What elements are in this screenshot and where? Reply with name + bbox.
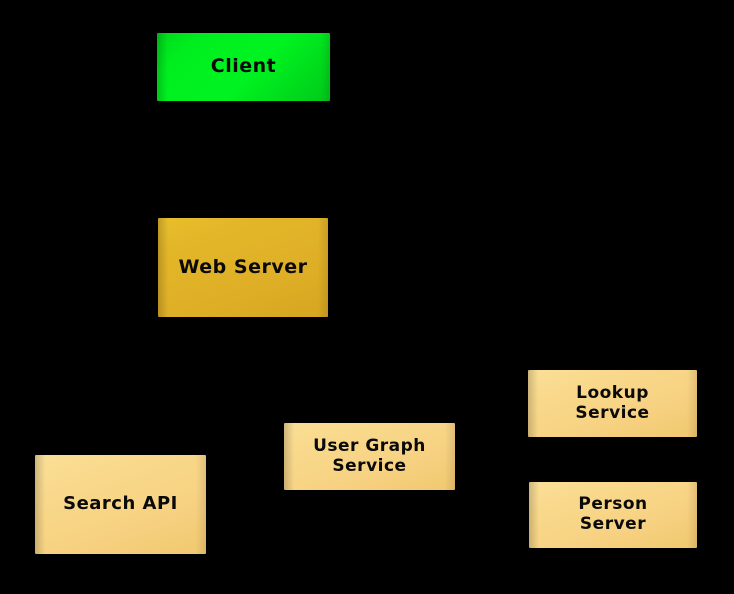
node-label-search-api: Search API: [63, 493, 178, 515]
node-label-web-server: Web Server: [178, 255, 308, 278]
diagram-node-search-api[interactable]: Search API: [35, 455, 206, 554]
diagram-node-lookup-service[interactable]: Lookup Service: [528, 370, 697, 437]
diagram-node-web-server[interactable]: Web Server: [158, 218, 328, 317]
node-label-lookup-service: Lookup Service: [575, 382, 650, 423]
node-label-user-graph-service: User Graph Service: [313, 435, 426, 476]
diagram-node-person-server[interactable]: Person Server: [529, 482, 697, 548]
diagram-node-user-graph-service[interactable]: User Graph Service: [284, 423, 455, 490]
diagram-node-client[interactable]: Client: [157, 33, 330, 101]
node-label-person-server: Person Server: [578, 494, 648, 534]
node-label-client: Client: [210, 55, 277, 78]
